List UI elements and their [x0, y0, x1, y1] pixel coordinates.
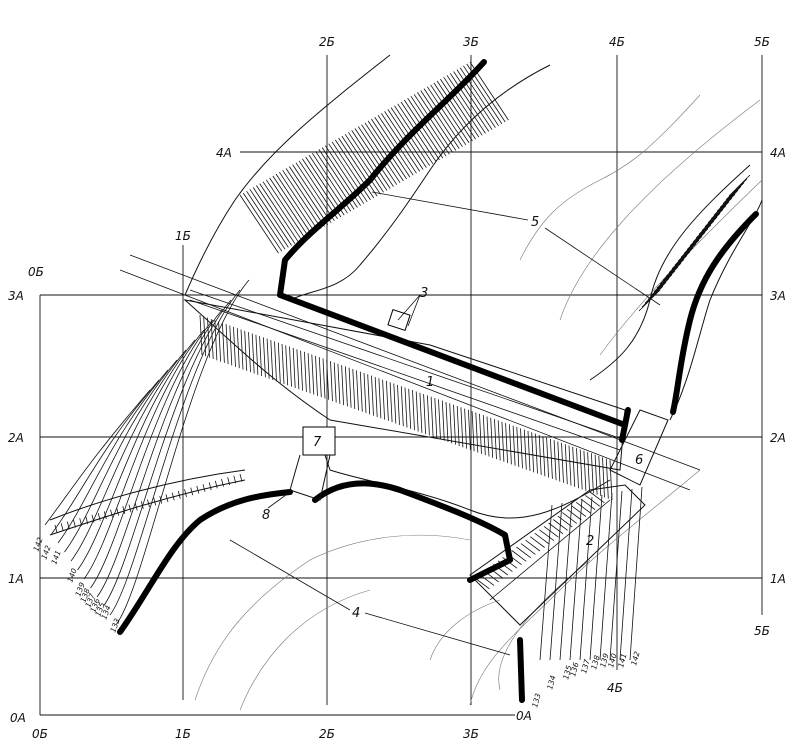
grid-label-3a-right: 3А	[770, 289, 786, 303]
leader-lines	[229, 191, 661, 656]
grid-label-0b-bottom: 0Б	[32, 727, 48, 741]
contour-label: 141	[616, 652, 628, 668]
contour-line	[90, 319, 214, 589]
grid-label-4b-bottom: 4Б	[607, 681, 623, 695]
contour-line	[96, 309, 223, 598]
grid-label-0b-top: 0Б	[28, 265, 44, 279]
grid-label-2b-top: 2Б	[319, 35, 335, 49]
dam-body	[119, 254, 701, 519]
bottom-contours	[539, 486, 643, 661]
spillway	[469, 484, 646, 626]
callout-5: 5	[531, 215, 539, 230]
contour-line	[44, 389, 151, 526]
grid-label-4a-right: 4А	[770, 146, 786, 160]
callout-4: 4	[352, 606, 360, 621]
grid-label-3a-left: 3А	[8, 289, 24, 303]
contour-line	[569, 498, 583, 661]
grid-label-2a-right: 2А	[770, 431, 786, 445]
grid-label-5b-top: 5Б	[754, 35, 770, 49]
grid-label-1b-bottom: 1Б	[175, 727, 191, 741]
contour-line	[609, 490, 623, 661]
contour-line	[629, 486, 643, 661]
contour-line	[64, 359, 178, 553]
upper-slope	[184, 54, 551, 301]
thick-lines	[117, 59, 759, 703]
structure-7	[302, 426, 336, 456]
contour-line	[83, 329, 205, 580]
callout-1: 1	[426, 375, 434, 390]
outlet-8	[289, 454, 331, 501]
contour-line	[599, 492, 613, 661]
contour-label: 134	[545, 674, 557, 690]
contour-line	[589, 494, 603, 661]
contour-line	[549, 502, 563, 661]
contour-line	[51, 379, 160, 535]
grid-label-0a-right-bottom: 0А	[516, 709, 532, 723]
contour-line	[559, 500, 573, 661]
contour-label: 138	[589, 654, 601, 670]
grid-label-2b-bottom: 2Б	[319, 727, 335, 741]
contour-label: 140	[65, 567, 78, 584]
grid-label-4b-top: 4Б	[609, 35, 625, 49]
contour-label: 140	[606, 652, 618, 668]
contour-label: 135	[561, 664, 573, 680]
contour-label: 137	[579, 658, 591, 674]
grid-label-1a-left: 1А	[8, 572, 24, 586]
contour-line	[619, 488, 633, 661]
bottom-contour-labels: 133 134 135 136 137 138 139 140 141 142	[530, 650, 641, 708]
left-channel	[49, 469, 246, 536]
grid-lines	[39, 55, 763, 716]
contour-label: 133	[530, 692, 542, 708]
contour-label: 136	[568, 661, 580, 677]
grid-label-3b-bottom: 3Б	[463, 727, 479, 741]
grid-label-2a-left: 2А	[8, 431, 24, 445]
contour-label: 142	[629, 650, 641, 666]
grid-label-5b-right: 5Б	[754, 624, 770, 638]
structure-6	[609, 409, 669, 486]
callout-7: 7	[313, 435, 322, 450]
contour-line	[77, 339, 196, 571]
contour-label: 139	[598, 652, 610, 668]
grid-label-3b-top: 3Б	[463, 35, 479, 49]
contour-line	[103, 299, 232, 607]
callout-3: 3	[420, 286, 428, 301]
grid-label-1b-top: 1Б	[175, 229, 191, 243]
grid-label-1a-right: 1А	[770, 572, 786, 586]
contour-line	[109, 289, 241, 616]
callout-8: 8	[262, 508, 270, 523]
contour-line	[539, 504, 553, 661]
contour-line	[579, 496, 593, 661]
grid-label-0a-bottom: 0А	[10, 711, 26, 725]
grid-label-4a-left: 4А	[216, 146, 232, 160]
callout-6: 6	[635, 453, 643, 468]
contour-line	[70, 349, 187, 562]
contour-line	[57, 369, 169, 544]
contour-line	[116, 279, 250, 625]
left-contour-labels: 142 142 141 140 139 138 137 136 135 134 …	[31, 536, 121, 634]
contour-label: 141	[49, 549, 62, 566]
left-contours	[44, 279, 250, 625]
structure-3	[387, 308, 411, 332]
callout-2: 2	[586, 534, 594, 549]
